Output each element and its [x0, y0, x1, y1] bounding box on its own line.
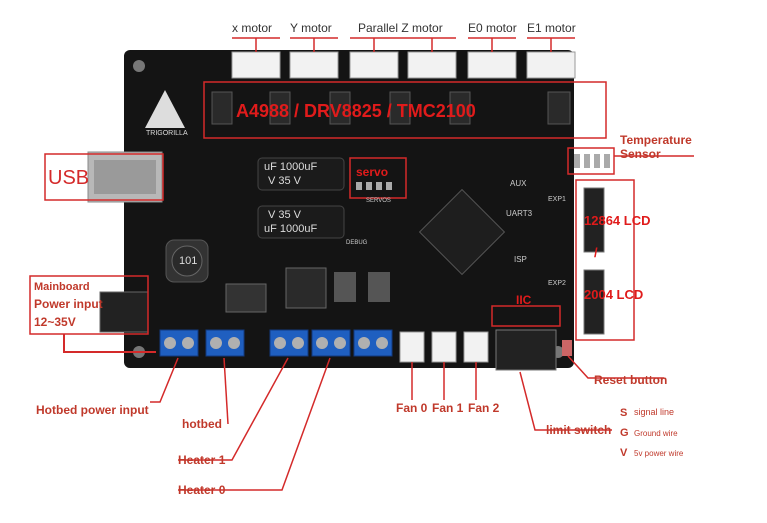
exp2-text: EXP2 — [548, 280, 566, 287]
exp1-header — [583, 187, 605, 253]
terminal-screws — [164, 337, 388, 349]
logo-shape — [145, 90, 185, 128]
drivers-label: A4988 / DRV8825 / TMC2100 — [236, 101, 476, 121]
usb-label: USB — [48, 167, 90, 189]
x-motor-label: x motor — [232, 21, 273, 35]
power-input-label: Power input — [34, 297, 103, 311]
aux-text: AUX — [510, 179, 527, 188]
power-connector-line — [63, 334, 156, 353]
legend-g-text: Ground wire — [634, 429, 678, 438]
reset-button — [562, 340, 572, 356]
exp1-text: EXP1 — [548, 196, 566, 203]
cap2-volt: V 35 V — [268, 209, 302, 221]
fan1-label: Fan 1 — [432, 401, 464, 415]
isp-text: ISP — [514, 255, 527, 264]
voltage-regulator — [285, 267, 327, 309]
iic-label: IIC — [516, 293, 532, 307]
y-motor-label: Y motor — [290, 21, 332, 35]
legend-g: G — [620, 427, 629, 439]
usb-port-inner — [94, 160, 156, 194]
motor-callout-lines — [232, 37, 575, 52]
cap1-text: uF 1000uF — [264, 161, 318, 173]
temperature-label-line1: Temperature — [620, 133, 692, 147]
uart-text: UART3 — [506, 209, 533, 218]
servos-text: SERVOS — [366, 198, 391, 204]
limit-callout-line — [519, 371, 612, 431]
fan0-label: Fan 0 — [396, 401, 428, 415]
temperature-label-line2: Sensor — [620, 147, 661, 161]
motor-connectors — [231, 51, 576, 79]
brand-label: TRIGORILLA — [146, 130, 188, 137]
power-callout-box — [29, 275, 149, 335]
driver-callout-box — [203, 81, 607, 139]
lcd-callout-box — [575, 179, 635, 341]
cap2-text: uF 1000uF — [264, 223, 318, 235]
hotbed-power-label: Hotbed power input — [36, 403, 149, 417]
lcd12864-label: 12864 LCD — [584, 213, 651, 228]
mcu-chip — [418, 188, 506, 276]
mainboard-label: Mainboard — [34, 281, 90, 293]
iic-callout-box — [491, 305, 561, 327]
capacitor — [257, 157, 345, 191]
mounting-hole — [133, 60, 145, 72]
fan2-label: Fan 2 — [468, 401, 500, 415]
e1-motor-label: E1 motor — [527, 21, 576, 35]
fuse — [225, 283, 267, 313]
mosfet — [334, 272, 356, 302]
capacitor — [257, 205, 345, 239]
cap1-volt: V 35 V — [268, 175, 302, 187]
voltage-label: 12~35V — [34, 315, 76, 329]
temperature-callout-box — [567, 147, 615, 175]
exp2-header — [583, 269, 605, 335]
heater0-label: Heater 0 — [178, 483, 226, 497]
heater1-label: Heater 1 — [178, 453, 226, 467]
servo-pins — [356, 182, 392, 190]
fan-connectors — [399, 331, 489, 363]
lcd-slash: / — [594, 245, 598, 260]
temperature-pins — [574, 154, 610, 168]
power-jack — [99, 291, 149, 333]
legend-v-text: 5v power wire — [634, 449, 684, 458]
limit-switch-header — [495, 329, 557, 371]
reset-callout-line — [567, 355, 664, 379]
legend-v: V — [620, 447, 628, 459]
inductor-core — [171, 245, 203, 277]
reset-label: Reset button — [594, 373, 668, 387]
lower-callout-lines — [150, 357, 477, 491]
inductor-text: 101 — [179, 255, 198, 267]
debug-text: DEBUG — [346, 240, 368, 246]
legend-s: S — [620, 407, 628, 419]
z-motor-label: Parallel Z motor — [358, 21, 443, 35]
usb-callout-box — [44, 153, 164, 201]
mosfet — [368, 272, 390, 302]
legend-s-text: signal line — [634, 407, 675, 417]
lcd2004-label: 2004 LCD — [584, 287, 644, 302]
driver-modules — [211, 91, 571, 125]
servo-callout-box — [349, 157, 407, 199]
e0-motor-label: E0 motor — [468, 21, 517, 35]
hotbed-label: hotbed — [182, 417, 222, 431]
limit-switch-label: limit switch — [546, 423, 612, 437]
servo-label: servo — [356, 165, 389, 179]
